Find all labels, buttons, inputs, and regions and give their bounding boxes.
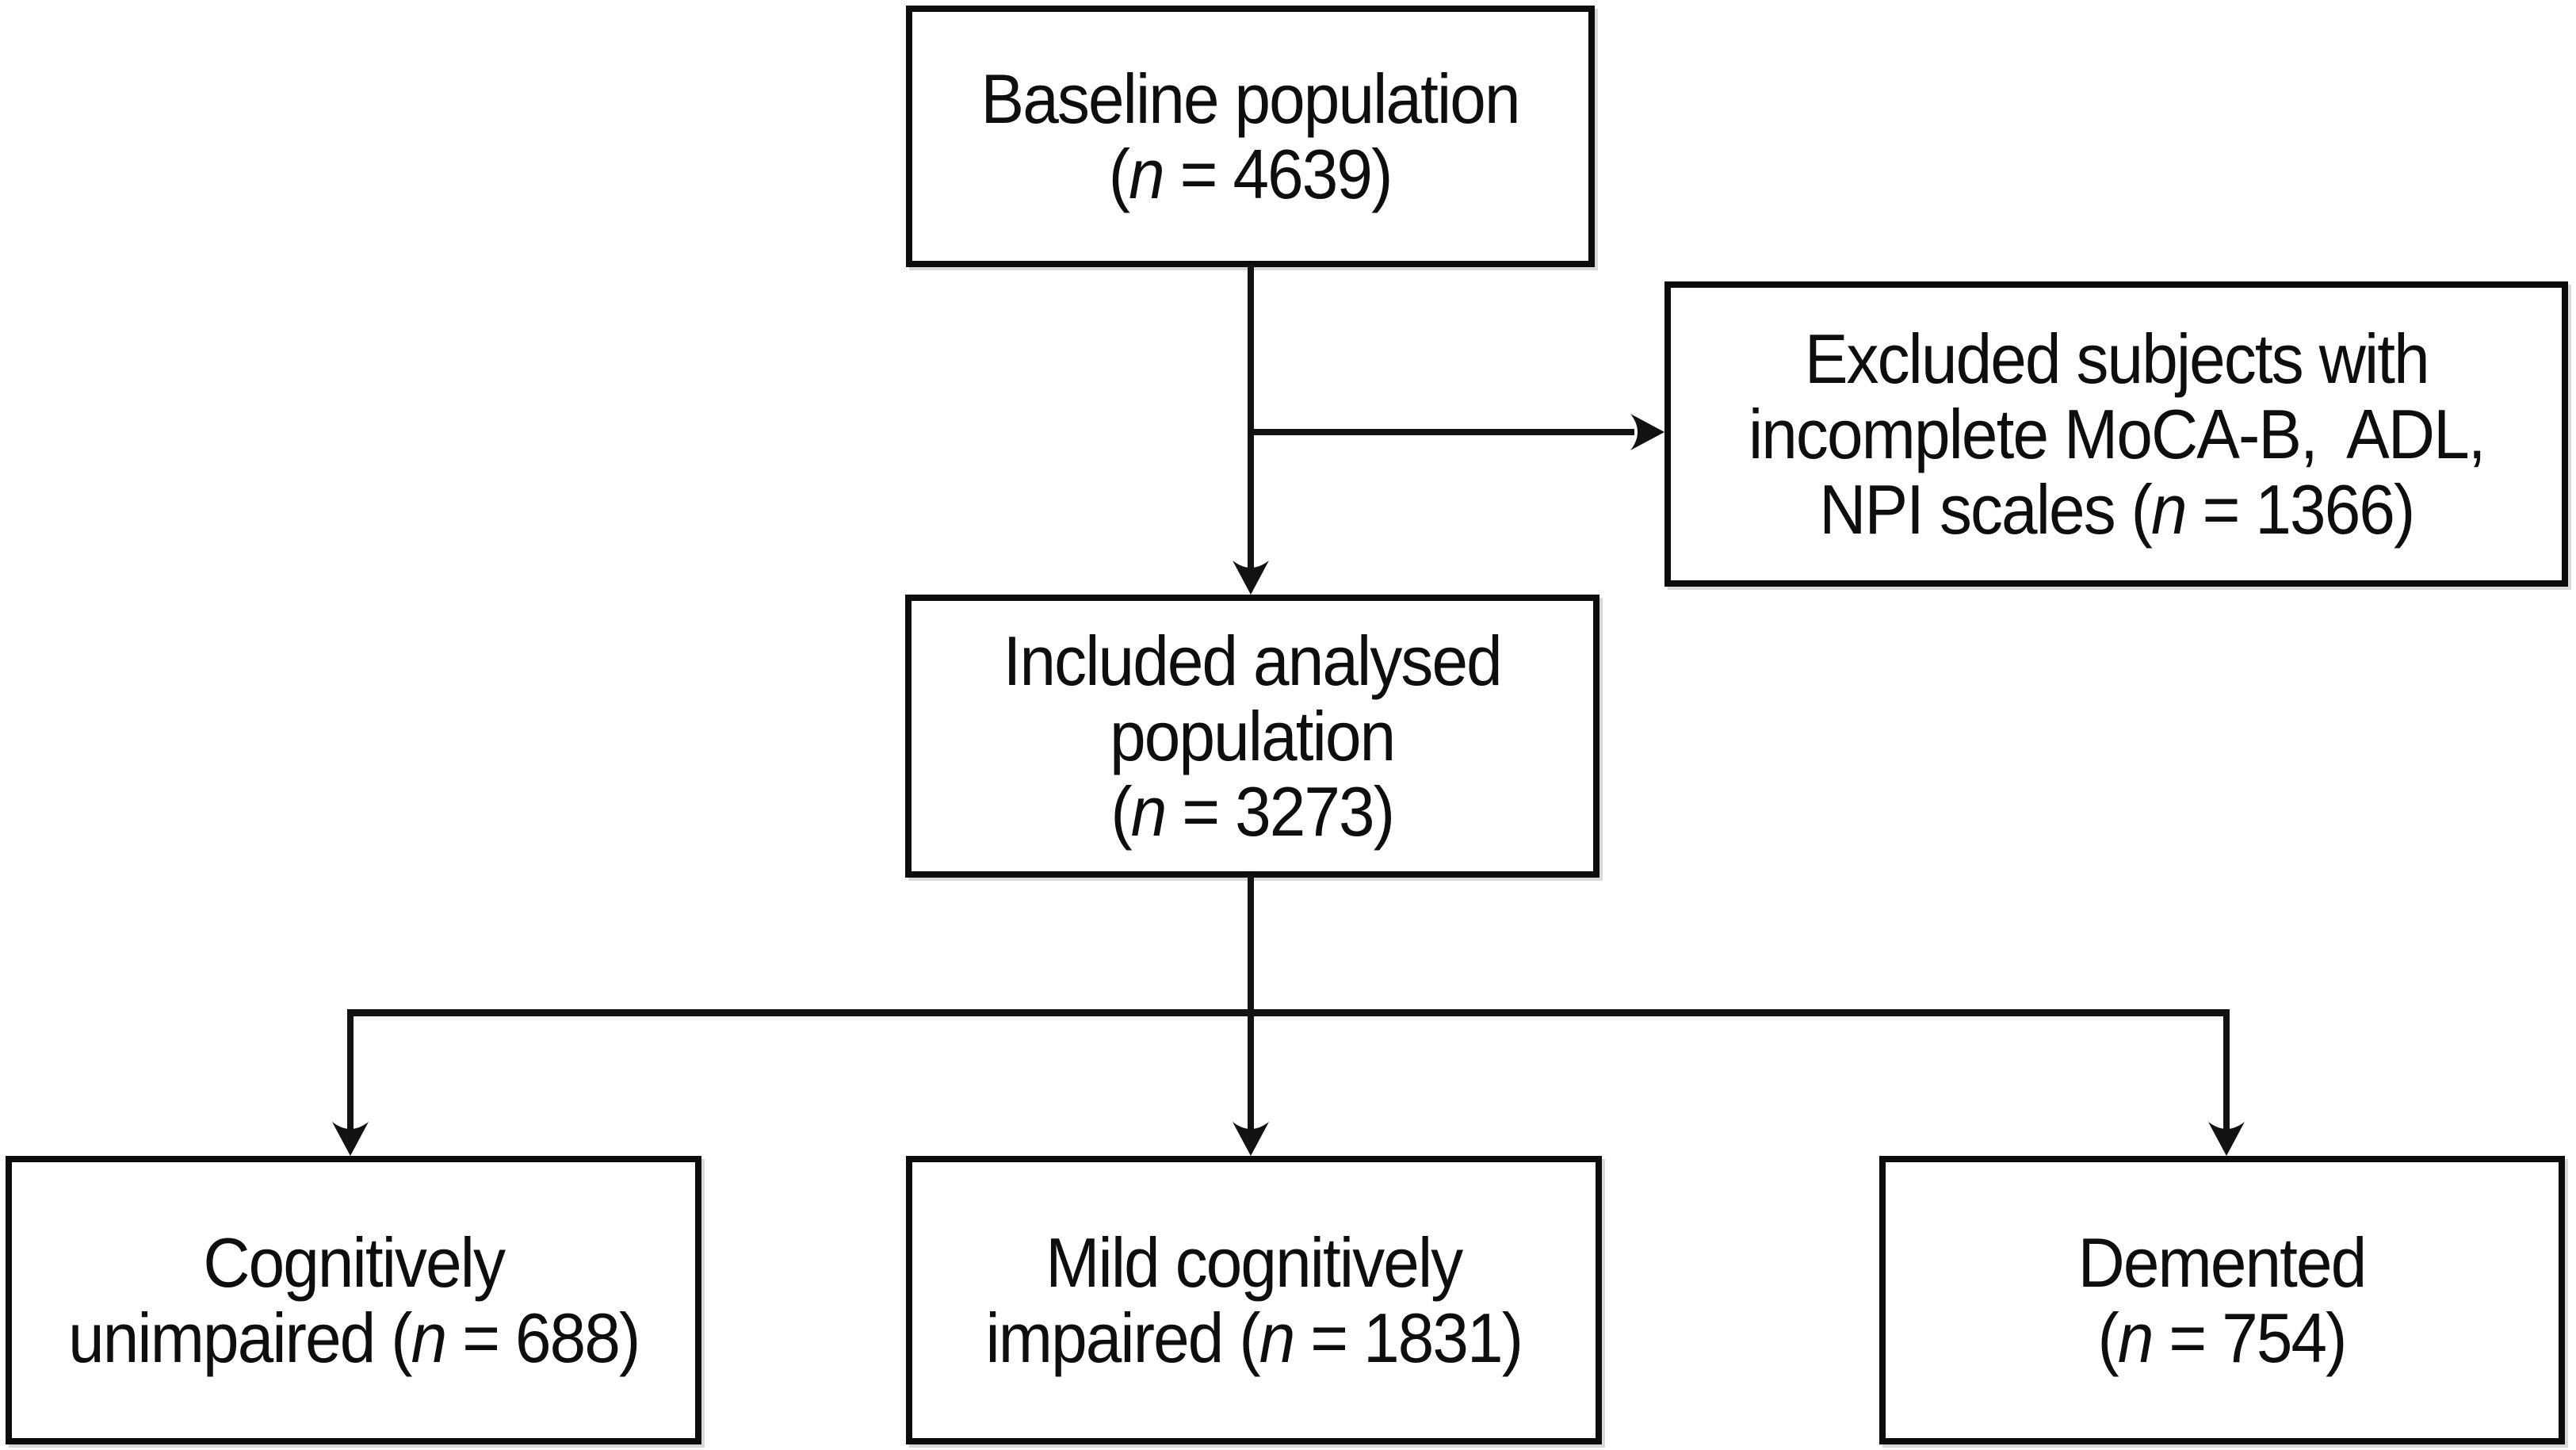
label-text: Excluded subjects with incomplete MoCA-B… (1748, 319, 2486, 549)
n-value: = 688) (445, 1299, 640, 1377)
connector-baseline-to-included (1248, 264, 1254, 569)
baseline-population-label: Baseline population (n = 4639) (980, 59, 1521, 213)
connector-distribution-line (347, 1009, 2230, 1016)
box-baseline-population: Baseline population (n = 4639) (906, 6, 1595, 267)
n-variable: n (1129, 135, 1166, 213)
connector-drop-unimpaired (347, 1013, 354, 1137)
arrowhead-down-demented-icon (2207, 1119, 2245, 1156)
label-text: Demented ( (2078, 1223, 2368, 1377)
box-cognitively-unimpaired: Cognitively unimpaired (n = 688) (6, 1156, 701, 1444)
arrowhead-right-excluded-icon (1628, 413, 1664, 451)
n-variable: n (1259, 1299, 1296, 1377)
n-value: = 3273) (1165, 772, 1396, 851)
connector-branch-to-excluded (1251, 429, 1634, 435)
n-value: = 4639) (1164, 135, 1393, 213)
label-text: Cognitively unimpaired ( (67, 1223, 506, 1377)
n-variable: n (2118, 1299, 2154, 1377)
n-value: = 1831) (1294, 1299, 1523, 1377)
arrowhead-down-included-icon (1232, 558, 1270, 595)
n-variable: n (2150, 470, 2188, 549)
label-text: Baseline population ( (980, 59, 1521, 213)
label-text: Mild cognitively impaired ( (985, 1223, 1464, 1377)
included-population-label: Included analysed population (n = 3273) (1003, 622, 1503, 851)
cognitively-unimpaired-label: Cognitively unimpaired (n = 688) (67, 1223, 640, 1377)
n-variable: n (1131, 772, 1168, 851)
arrowhead-down-unimpaired-icon (331, 1119, 369, 1156)
excluded-subjects-label: Excluded subjects with incomplete MoCA-B… (1748, 319, 2486, 549)
mild-cognitively-impaired-label: Mild cognitively impaired (n = 1831) (986, 1225, 1523, 1375)
n-value: = 754) (2152, 1299, 2348, 1377)
n-value: = 1366) (2185, 470, 2415, 549)
connector-drop-demented (2223, 1013, 2230, 1137)
arrowhead-down-mci-icon (1232, 1119, 1270, 1156)
connector-included-to-split (1248, 874, 1254, 1012)
connector-drop-mci (1248, 1013, 1254, 1137)
label-text: Included analysed population ( (1003, 622, 1503, 851)
box-excluded-subjects: Excluded subjects with incomplete MoCA-B… (1664, 281, 2568, 587)
box-mild-cognitively-impaired: Mild cognitively impaired (n = 1831) (906, 1156, 1602, 1444)
demented-label: Demented (n = 754) (2078, 1223, 2368, 1377)
box-demented: Demented (n = 754) (1879, 1156, 2565, 1444)
box-included-population: Included analysed population (n = 3273) (905, 595, 1599, 878)
n-variable: n (411, 1299, 447, 1377)
